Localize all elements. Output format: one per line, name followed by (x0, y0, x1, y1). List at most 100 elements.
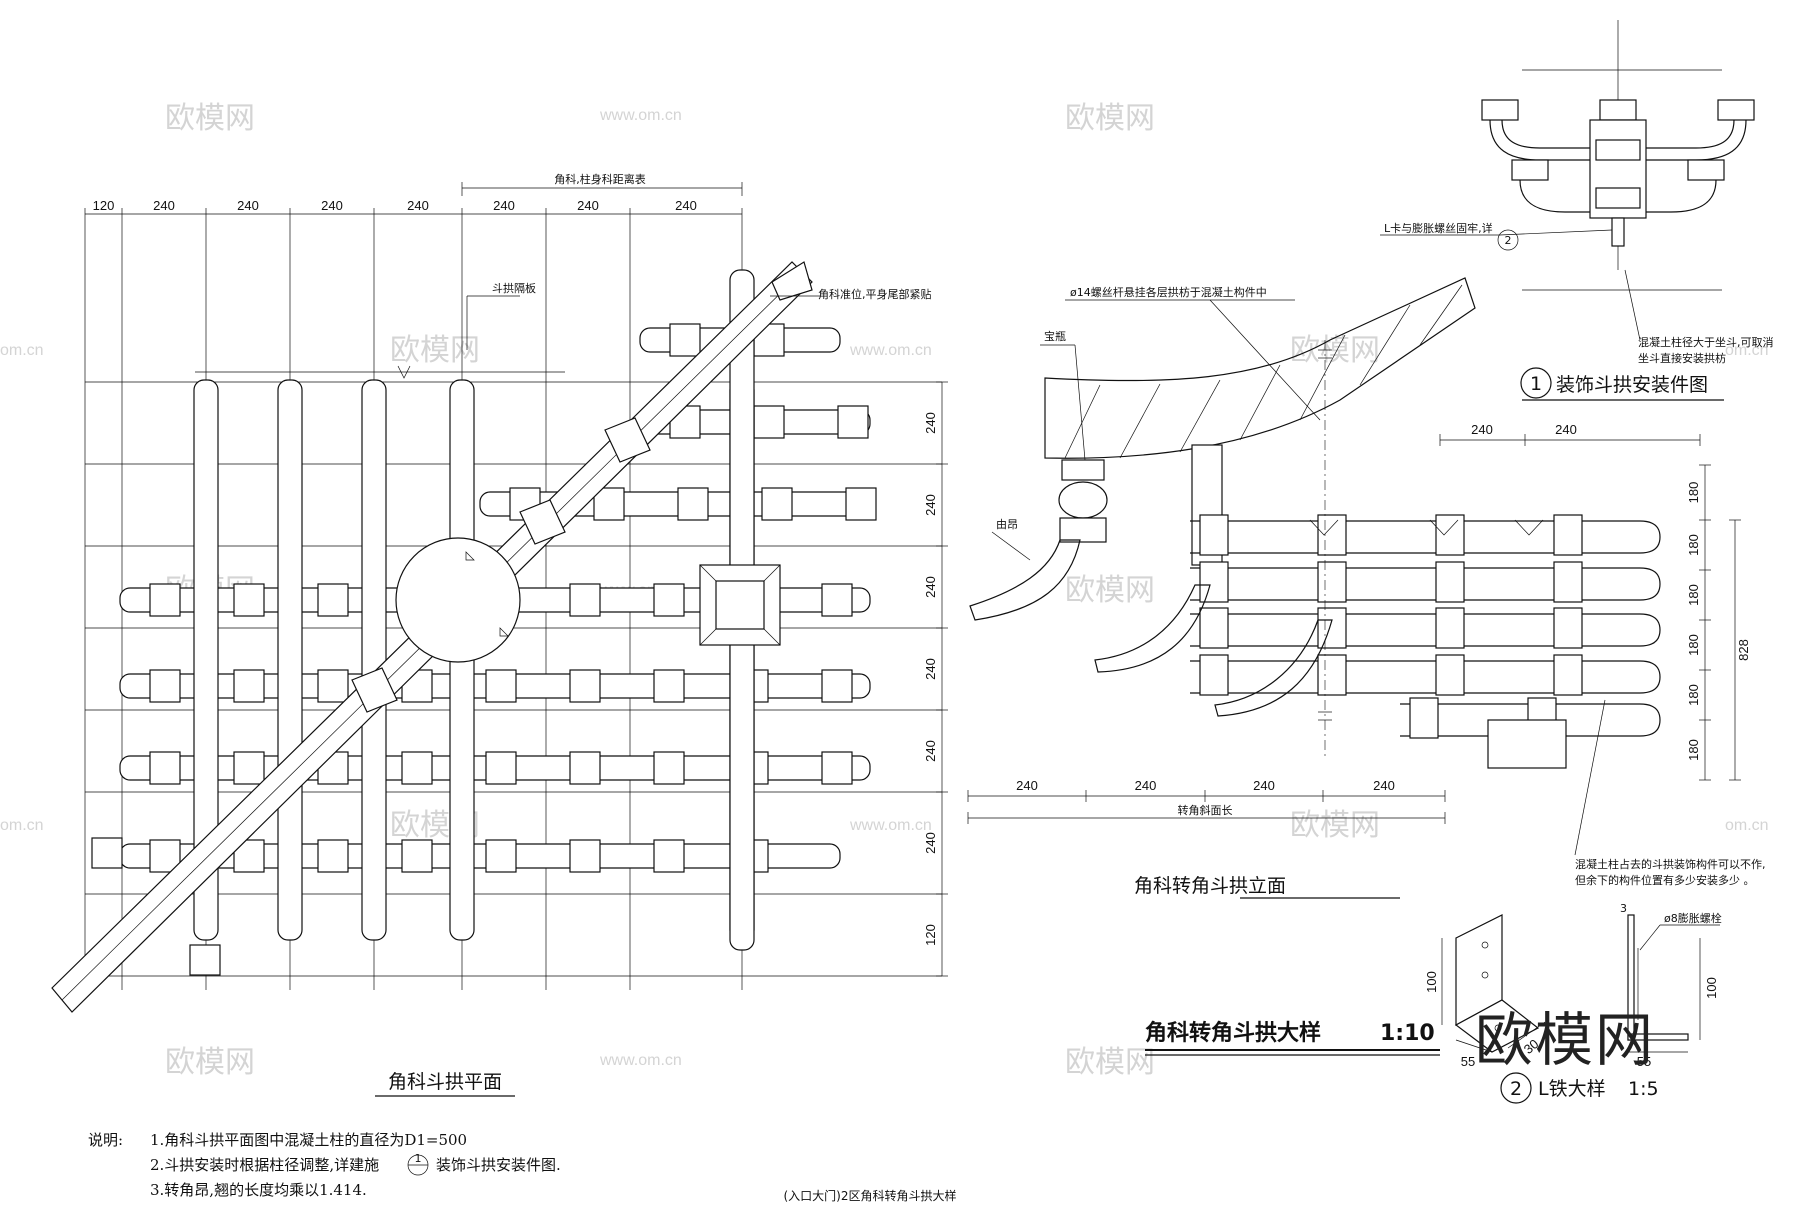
plan-arm-block (593, 487, 625, 521)
plan-top-dim: 240 (577, 198, 599, 213)
elevation-arm-block (1317, 607, 1347, 649)
elevation-arms (1190, 514, 1661, 769)
notes-item: 装饰斗拱安装件图. (436, 1156, 561, 1174)
plan-arm-block (485, 839, 517, 873)
notes-item: 1.角科斗拱平面图中混凝土柱的直径为D1=500 (150, 1131, 467, 1149)
plan-arm-block (753, 405, 785, 439)
plan-arm-block (401, 751, 433, 785)
slab-hatch (1299, 334, 1346, 421)
seat-bevel (699, 628, 717, 646)
watermark-brand: 欧模网 (165, 1045, 255, 1080)
plan-top-ticks (84, 208, 743, 220)
plan-arm-block (845, 487, 877, 521)
plan-arm-block (669, 323, 701, 357)
diagonal-block (519, 499, 566, 545)
elevation-arm-block (1553, 607, 1583, 649)
ang-arm (1094, 584, 1211, 673)
plan-break-mark (397, 365, 411, 379)
elevation-bottom-dim: 240 (1016, 778, 1038, 793)
plan-arm-block (569, 751, 601, 785)
elevation-v-mark (1514, 519, 1544, 536)
slab-hatch (1419, 284, 1463, 346)
elevation-right-dims: 180180180180180180108 (1686, 0, 1711, 781)
watermark-brand: 欧模网 (1065, 573, 1155, 608)
plan-right-dim: 240 (923, 576, 938, 598)
plan-arm-block (149, 583, 181, 617)
install-title: 装饰斗拱安装件图 (1556, 374, 1708, 396)
plan-arm-block (761, 487, 793, 521)
watermark-site-edge: om.cn (1725, 817, 1769, 834)
label-leader (1499, 229, 1613, 236)
youang-member (969, 539, 1081, 621)
elevation-arm-block (1317, 561, 1347, 603)
lbracket-detail: 100 55 30 3 ø8膨胀螺栓 100 55 2 L铁大样 1:5 (1424, 902, 1722, 1104)
elevation-bottom-dim: 240 (1373, 778, 1395, 793)
footer-caption: (入口大门)2区角科转角斗拱大样 (784, 1188, 957, 1203)
watermark-site-edge: om.cn (0, 817, 44, 834)
elevation-arm-block (1435, 607, 1465, 649)
plan-arm-block (569, 583, 601, 617)
install-seat-band (1595, 139, 1641, 161)
watermark-brand: 欧模网 (165, 101, 255, 136)
elevation-arm-block (1435, 654, 1465, 696)
elevation-arm-block (1317, 654, 1347, 696)
plan-arm-block (837, 405, 869, 439)
install-cap (1599, 99, 1637, 121)
label-leader (1624, 269, 1641, 341)
elevation-arm-layer (1190, 520, 1661, 554)
lbracket-section-horizontal (1627, 1033, 1689, 1041)
elevation-arm-block (1199, 607, 1229, 649)
elevation-right-dim: 180 (1686, 684, 1701, 706)
plan-right-dim: 240 (923, 412, 938, 434)
plan-end-block (189, 944, 221, 976)
plan-arm-block (569, 669, 601, 703)
plan-arm-block (653, 669, 685, 703)
plan-arm-block (317, 839, 349, 873)
elevation-top-dim: 240 (1555, 422, 1577, 437)
plan-top-dim: 240 (675, 198, 697, 213)
roof-slab (1044, 277, 1476, 459)
elevation-arm-layer (1400, 703, 1661, 737)
label-leader (991, 531, 1031, 561)
lbracket-hole (1494, 1024, 1502, 1032)
notes-item: 3.转角昂,翘的长度均乘以1.414. (150, 1181, 367, 1199)
plan-arm-block (233, 669, 265, 703)
plan-arm-block (233, 583, 265, 617)
plan-top-dim: 240 (407, 198, 429, 213)
install-number-circle (1520, 367, 1552, 399)
ang-arm (1214, 619, 1333, 717)
elevation-arm-block (1409, 697, 1439, 739)
plan-top-dim: 240 (153, 198, 175, 213)
elevation-right-dim: 108 (1687, 0, 1709, 3)
plan-top-dim: 240 (321, 198, 343, 213)
notes-ref-symbol: 1 (415, 1152, 422, 1165)
notes-lead: 说明: (88, 1131, 123, 1149)
plan-top-dim: 240 (237, 198, 259, 213)
baoping-body (1058, 481, 1108, 519)
watermark-site: www.om.cn (599, 1052, 682, 1069)
plan-arm-block (821, 751, 853, 785)
plan-arm-block (653, 583, 685, 617)
lbracket-side-dim-100: 100 (1704, 977, 1719, 999)
watermark-site-edge: om.cn (0, 342, 44, 359)
seat-bevel (763, 564, 781, 582)
elevation-bottom-dim: 240 (1253, 778, 1275, 793)
elevation-right-dim: 180 (1686, 482, 1701, 504)
watermark-brand: 欧模网 (390, 333, 480, 368)
slab-hatch (1359, 304, 1411, 386)
plan-arm-block (821, 669, 853, 703)
plan-label-corner: 角科准位,平身尾部紧贴 (818, 287, 932, 301)
diagonal-block (604, 417, 651, 463)
watermark-site-edge: om.cn (1725, 342, 1769, 359)
elevation-arm-block (1199, 514, 1229, 556)
diagonal-beam-end (771, 261, 813, 301)
watermark-brand: 欧模网 (1290, 333, 1380, 368)
plan-right-dim: 240 (923, 494, 938, 516)
plan-right-dim: 120 (923, 924, 938, 946)
plan-arm-block (317, 583, 349, 617)
lbracket-label-bolt: ø8膨胀螺栓 (1664, 911, 1722, 925)
install-seat-band (1595, 187, 1641, 209)
install-label-lcard: L卡与膨胀螺丝固牢,详 (1384, 221, 1493, 235)
